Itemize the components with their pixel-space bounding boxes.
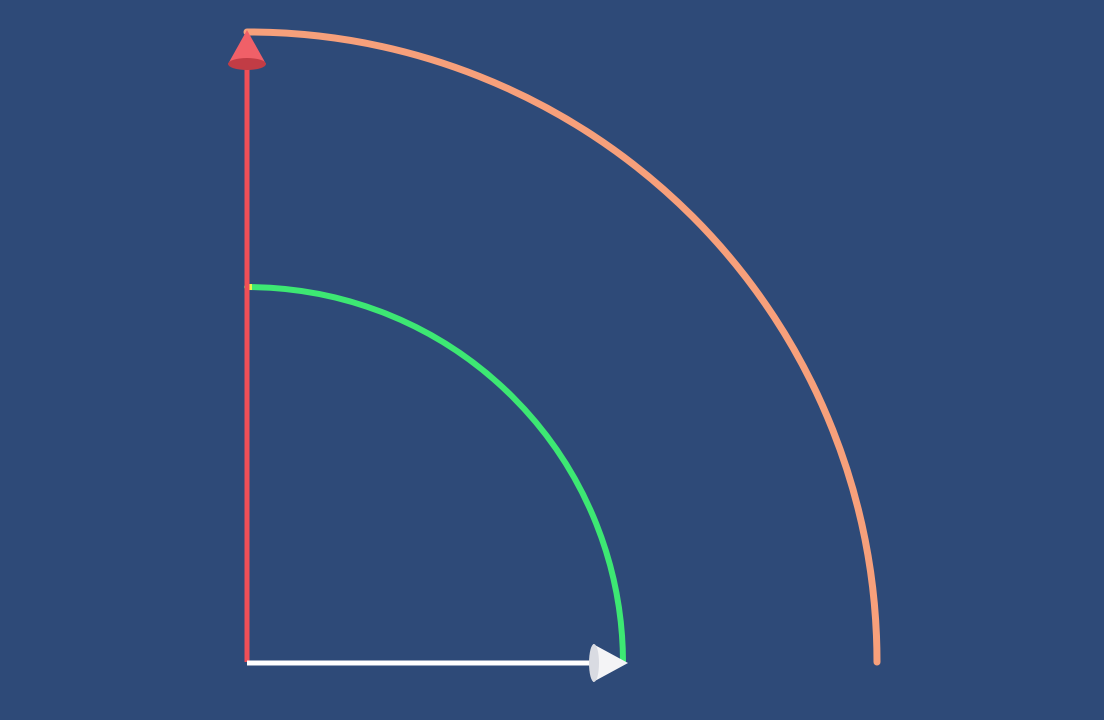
horizontal-arrowhead-icon: [593, 644, 628, 682]
outer-orange-quarter-arc: [243, 28, 881, 666]
inner-green-quarter-arc: [244, 284, 626, 665]
vertical-arrowhead-base: [228, 58, 266, 70]
horizontal-arrowhead-base: [589, 644, 599, 682]
vertical-arrowhead-icon: [228, 30, 266, 64]
